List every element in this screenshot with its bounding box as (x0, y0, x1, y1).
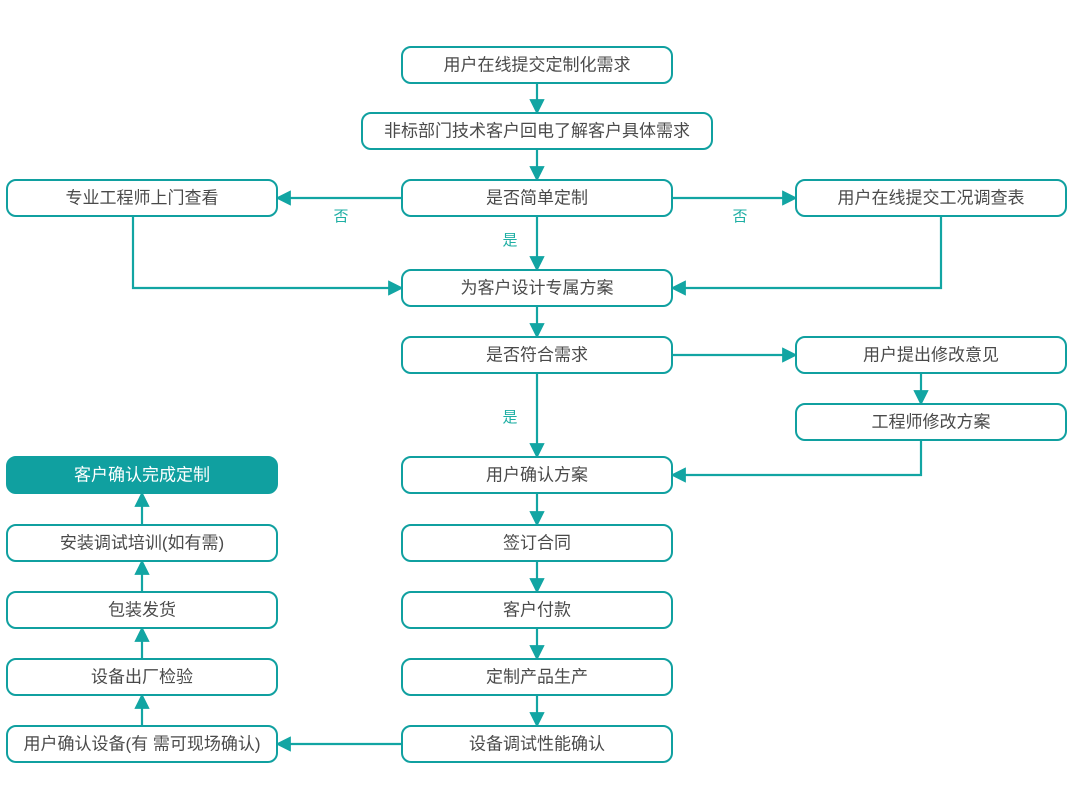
flow-node[interactable]: 非标部门技术客户回电了解客户具体需求 (361, 112, 713, 150)
flow-node[interactable]: 是否符合需求 (401, 336, 673, 374)
node-label: 签订合同 (503, 533, 571, 552)
node-label: 用户确认设备(有 需可现场确认) (23, 734, 260, 753)
edge-label: 是 (502, 232, 517, 249)
flow-node[interactable]: 用户确认方案 (401, 456, 673, 494)
node-shape[interactable] (795, 336, 1067, 374)
node-shape[interactable] (6, 658, 278, 696)
edge-label: 否 (333, 208, 348, 225)
node-label: 用户提出修改意见 (863, 345, 999, 364)
node-label: 用户在线提交工况调查表 (838, 188, 1025, 207)
flow-node[interactable]: 工程师修改方案 (795, 403, 1067, 441)
flow-edge (131, 216, 404, 296)
node-label: 非标部门技术客户回电了解客户具体需求 (384, 121, 690, 140)
node-shape[interactable] (401, 456, 673, 494)
edges-layer (131, 83, 943, 752)
node-label: 工程师修改方案 (872, 412, 991, 431)
flow-node[interactable]: 专业工程师上门查看 (6, 179, 278, 217)
node-shape[interactable] (6, 179, 278, 217)
flow-node[interactable]: 签订合同 (401, 524, 673, 562)
flow-node[interactable]: 设备调试性能确认 (401, 725, 673, 763)
flow-node[interactable]: 客户确认完成定制 (6, 456, 278, 494)
node-shape[interactable] (401, 46, 673, 84)
edge-label: 是 (502, 409, 517, 426)
flow-node[interactable]: 用户在线提交定制化需求 (401, 46, 673, 84)
edge-labels-layer: 否否是是 (333, 208, 747, 426)
flow-node[interactable]: 是否简单定制 (401, 179, 673, 217)
node-shape[interactable] (401, 524, 673, 562)
node-shape[interactable] (401, 591, 673, 629)
flow-node[interactable]: 定制产品生产 (401, 658, 673, 696)
node-label: 是否符合需求 (486, 345, 588, 364)
node-shape[interactable] (401, 269, 673, 307)
node-shape[interactable] (401, 725, 673, 763)
node-shape[interactable] (401, 179, 673, 217)
flow-node[interactable]: 安装调试培训(如有需) (6, 524, 278, 562)
node-label: 用户确认方案 (486, 465, 588, 484)
node-shape[interactable] (6, 591, 278, 629)
flow-node[interactable]: 客户付款 (401, 591, 673, 629)
node-shape[interactable] (401, 336, 673, 374)
node-label: 定制产品生产 (486, 667, 588, 686)
flow-edge (670, 216, 943, 296)
node-shape[interactable] (6, 725, 278, 763)
flow-node[interactable]: 用户在线提交工况调查表 (795, 179, 1067, 217)
flow-node[interactable]: 为客户设计专属方案 (401, 269, 673, 307)
node-shape[interactable] (361, 112, 713, 150)
node-label: 用户在线提交定制化需求 (444, 55, 631, 74)
node-shape[interactable] (6, 524, 278, 562)
flow-node[interactable]: 包装发货 (6, 591, 278, 629)
flow-node[interactable]: 用户提出修改意见 (795, 336, 1067, 374)
node-label: 客户付款 (503, 600, 571, 619)
node-label: 设备调试性能确认 (469, 734, 605, 753)
node-label: 为客户设计专属方案 (461, 278, 614, 297)
node-label: 客户确认完成定制 (74, 465, 210, 484)
flow-node[interactable]: 设备出厂检验 (6, 658, 278, 696)
node-label: 设备出厂检验 (91, 667, 193, 686)
node-shape[interactable] (401, 658, 673, 696)
node-label: 包装发货 (108, 600, 176, 619)
node-label: 安装调试培训(如有需) (60, 533, 224, 552)
node-shape[interactable] (795, 179, 1067, 217)
flow-edge (670, 440, 923, 483)
node-label: 专业工程师上门查看 (66, 188, 219, 207)
node-shape[interactable] (6, 456, 278, 494)
flow-node[interactable]: 用户确认设备(有 需可现场确认) (6, 725, 278, 763)
node-label: 是否简单定制 (486, 188, 588, 207)
edge-label: 否 (732, 208, 747, 225)
node-shape[interactable] (795, 403, 1067, 441)
